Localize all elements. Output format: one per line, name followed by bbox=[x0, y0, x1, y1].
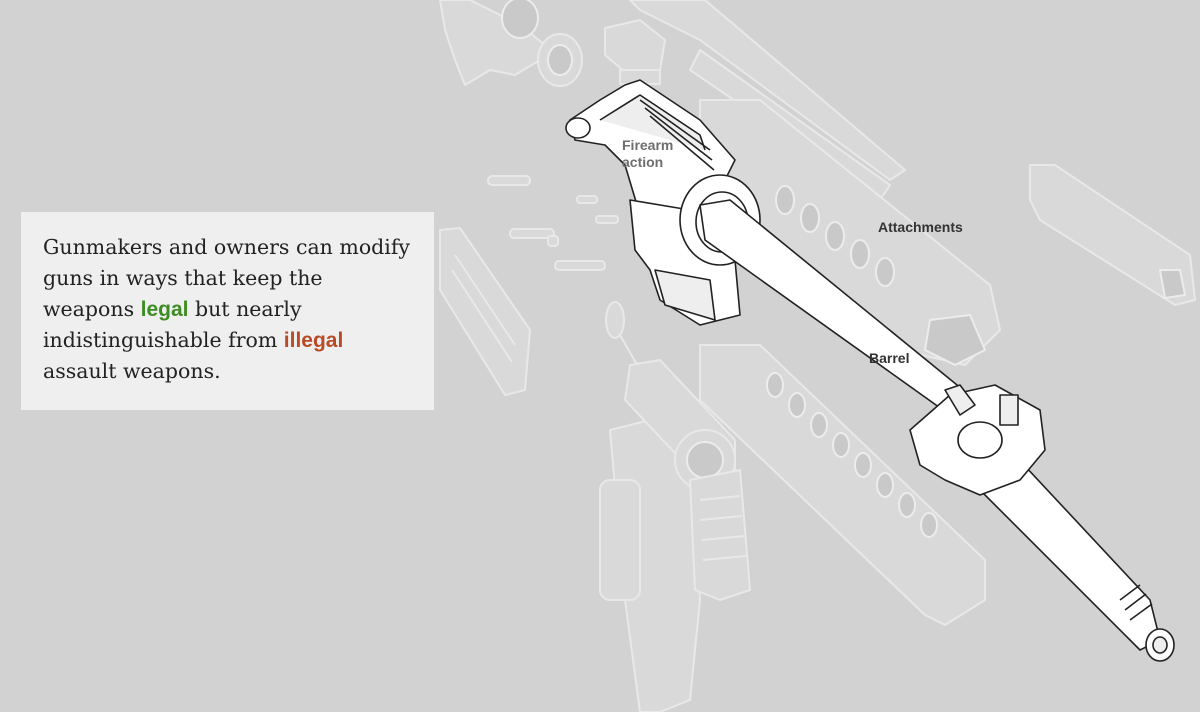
vertical-grip-part bbox=[689, 469, 751, 601]
rail-cover-part bbox=[439, 227, 531, 396]
legal-highlight: legal bbox=[140, 298, 189, 321]
lower-receiver bbox=[629, 199, 741, 326]
barrel-label: Barrel bbox=[869, 350, 910, 366]
attachments-label: Attachments bbox=[878, 219, 963, 235]
caption-box: Gunmakers and owners can modify guns in … bbox=[21, 212, 434, 410]
front-sight-gas-block bbox=[909, 384, 1046, 496]
side-rail-part bbox=[1029, 164, 1196, 306]
firearm-action-label-line2: action bbox=[622, 154, 664, 170]
sling-ring-part bbox=[537, 33, 583, 87]
illegal-highlight: illegal bbox=[283, 329, 344, 352]
caption-part2: but nearly indistinguishable from bbox=[43, 297, 302, 352]
firearm-action-label: Firearm action bbox=[622, 137, 673, 171]
sling-swivel-part bbox=[605, 301, 641, 371]
lower-handguard-part bbox=[699, 344, 986, 626]
firearm-action-label-line1: Firearm bbox=[622, 137, 674, 153]
caption-text: Gunmakers and owners can modify guns in … bbox=[43, 232, 414, 387]
caption-part1: Gunmakers and owners can modify guns in … bbox=[43, 235, 411, 321]
stock-part bbox=[439, 0, 546, 86]
rear-sight-part bbox=[604, 19, 666, 85]
pins-part bbox=[487, 175, 619, 271]
caption-part3: assault weapons. bbox=[43, 359, 221, 383]
